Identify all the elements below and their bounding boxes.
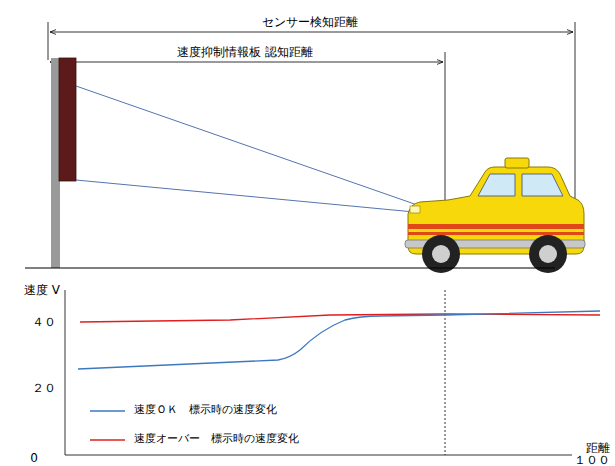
legend-text: 速度ＯＫ 標示時の速度変化 [132, 403, 279, 416]
speed-sign [59, 58, 76, 181]
axis-title: 速度 V [22, 283, 62, 297]
tick-label: ２０ [30, 381, 58, 395]
dimension-label: センサー検知距離 [260, 15, 360, 29]
legend-sample [90, 439, 125, 441]
tick-label: １００ [572, 453, 612, 466]
tick-label: 0 [28, 451, 40, 465]
sight-lines [76, 86, 446, 215]
dimension-lines [48, 22, 575, 222]
taxi-car [405, 158, 585, 273]
legend-text: 速度オーバー 標示時の速度変化 [132, 432, 301, 445]
speed-over-curve [80, 314, 600, 322]
dimension-label: 速度抑制情報板 認知距離 [175, 45, 315, 59]
legend-sample [90, 410, 125, 412]
speed-ok-curve [78, 311, 600, 369]
tick-label: ４０ [30, 315, 58, 329]
ground-line [25, 268, 555, 269]
